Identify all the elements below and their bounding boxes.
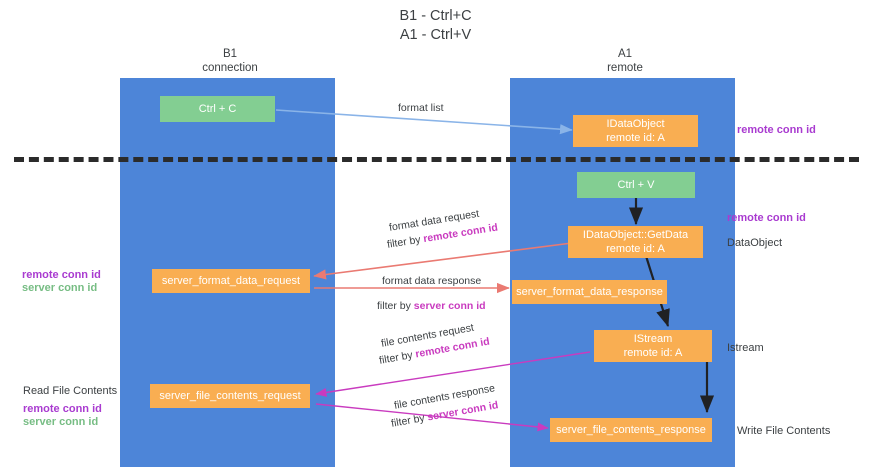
box-getdata[interactable]: IDataObject::GetData remote id: A bbox=[568, 226, 703, 258]
left-label-remote-conn-id-mid: remote conn id bbox=[22, 269, 101, 281]
filter-prefix: filter by bbox=[378, 348, 417, 367]
right-label-istream: Istream bbox=[727, 342, 764, 354]
filter-prefix: filter by bbox=[390, 411, 429, 430]
box-server-format-data-request-label: server_format_data_request bbox=[161, 275, 301, 287]
box-ctrl-v[interactable]: Ctrl + V bbox=[577, 172, 695, 198]
right-label-dataobject: DataObject bbox=[727, 237, 783, 249]
box-server-file-contents-request-label: server_file_contents_request bbox=[159, 390, 301, 402]
filter-prefix: filter by bbox=[386, 233, 425, 251]
title-line-2: A1 - Ctrl+V bbox=[399, 27, 472, 43]
left-label-remote-conn-id-bottom: remote conn id bbox=[23, 403, 102, 415]
column-header-a1-role: remote bbox=[607, 62, 643, 74]
right-label-remote-conn-id-top: remote conn id bbox=[737, 124, 816, 136]
box-ctrl-v-label: Ctrl + V bbox=[617, 179, 655, 191]
box-istream[interactable]: IStream remote id: A bbox=[594, 330, 712, 362]
title-line-1: B1 - Ctrl+C bbox=[399, 8, 472, 24]
box-istream-line2: remote id: A bbox=[623, 347, 683, 359]
phase-divider bbox=[14, 157, 859, 162]
box-istream-line1: IStream bbox=[633, 333, 673, 345]
column-header-b1-role: connection bbox=[202, 62, 258, 74]
box-server-format-data-response-label: server_format_data_response bbox=[516, 286, 663, 298]
filter-prefix: filter by bbox=[377, 300, 414, 312]
left-label-server-conn-id-mid: server conn id bbox=[22, 282, 98, 294]
column-header-a1-name: A1 bbox=[617, 48, 633, 60]
arrow-label-format-data-response: format data response bbox=[382, 275, 482, 287]
box-server-file-contents-response-label: server_file_contents_response bbox=[556, 424, 706, 436]
box-idataobject-line1: IDataObject bbox=[606, 118, 665, 130]
left-label-read-file-contents: Read File Contents bbox=[23, 385, 118, 397]
arrow-label-format-data-response-filter: filter by server conn id bbox=[377, 299, 486, 313]
right-label-remote-conn-id-mid: remote conn id bbox=[727, 212, 806, 224]
right-label-write-file-contents: Write File Contents bbox=[737, 425, 831, 437]
arrow-label-format-list: format list bbox=[398, 102, 444, 114]
column-header-b1-name: B1 bbox=[222, 48, 238, 60]
column-header-a1: A1 remote bbox=[545, 47, 705, 75]
box-getdata-line1: IDataObject::GetData bbox=[582, 229, 689, 241]
box-server-format-data-request[interactable]: server_format_data_request bbox=[152, 269, 310, 293]
left-label-server-conn-id-bottom: server conn id bbox=[23, 416, 99, 428]
box-ctrl-c-label: Ctrl + C bbox=[198, 103, 237, 115]
box-server-file-contents-response[interactable]: server_file_contents_response bbox=[550, 418, 712, 442]
box-idataobject[interactable]: IDataObject remote id: A bbox=[573, 115, 698, 147]
box-getdata-line2: remote id: A bbox=[606, 243, 665, 255]
filter-key-server-conn-id: server conn id bbox=[413, 300, 486, 312]
box-server-format-data-response[interactable]: server_format_data_response bbox=[512, 280, 667, 304]
column-header-b1: B1 connection bbox=[150, 47, 310, 75]
page-title: B1 - Ctrl+C A1 - Ctrl+V bbox=[0, 7, 871, 45]
box-idataobject-line2: remote id: A bbox=[606, 132, 665, 144]
box-ctrl-c[interactable]: Ctrl + C bbox=[160, 96, 275, 122]
box-server-file-contents-request[interactable]: server_file_contents_request bbox=[150, 384, 310, 408]
